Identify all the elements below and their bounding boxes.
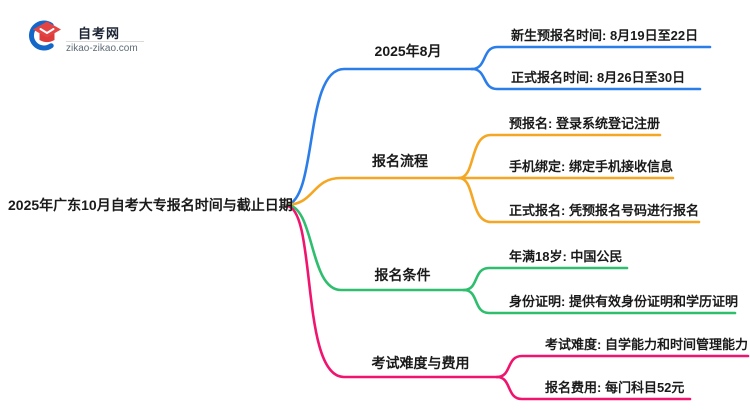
site-logo: 自考网 zikao-zikao.com bbox=[29, 14, 169, 58]
branch-2-child-1-line bbox=[457, 133, 662, 180]
leaf-node-pre-registration-step: 预报名: 登录系统登记注册 bbox=[509, 116, 660, 131]
leaf-node-phone-binding-step: 手机绑定: 绑定手机接收信息 bbox=[509, 159, 673, 174]
branch-3-child-2-line bbox=[462, 288, 737, 315]
branch-4-trunk-line bbox=[285, 204, 499, 379]
branch-node-registration-conditions: 报名条件 bbox=[374, 267, 431, 283]
branch-node-aug-2025: 2025年8月 bbox=[374, 43, 442, 59]
leaf-node-registration-fee: 报名费用: 每门科目52元 bbox=[545, 380, 685, 395]
branch-node-registration-process: 报名流程 bbox=[372, 153, 428, 169]
leaf-node-exam-difficulty: 考试难度: 自学能力和时间管理能力 bbox=[545, 337, 748, 352]
branch-4-child-2-line bbox=[495, 375, 692, 401]
branch-node-difficulty-and-fee: 考试难度与费用 bbox=[371, 355, 470, 371]
leaf-node-identity-proof: 身份证明: 提供有效身份证明和学历证明 bbox=[509, 294, 738, 309]
branch-1-child-2-line bbox=[470, 67, 702, 91]
site-domain: zikao-zikao.com bbox=[66, 43, 138, 54]
leaf-node-official-registration-step: 正式报名: 凭预报名号码进行报名 bbox=[509, 203, 699, 218]
branch-1-trunk-line bbox=[285, 67, 474, 207]
logo-divider bbox=[66, 41, 144, 42]
branch-2-trunk-line bbox=[285, 176, 461, 207]
site-name: 自考网 bbox=[78, 26, 121, 41]
branch-2-child-3-line bbox=[457, 176, 701, 224]
graduation-cap-icon bbox=[29, 20, 61, 51]
branch-3-trunk-line bbox=[285, 203, 466, 292]
leaf-node-official-registration-time: 正式报名时间: 8月26日至30日 bbox=[511, 70, 686, 85]
branch-4-child-1-line bbox=[495, 354, 750, 379]
leaf-node-age-requirement: 年满18岁: 中国公民 bbox=[509, 249, 623, 264]
leaf-node-new-student-pre-registration-time: 新生预报名时间: 8月19日至22日 bbox=[511, 28, 699, 43]
root-node: 2025年广东10月自考大专报名时间与截止日期 bbox=[8, 197, 293, 213]
branch-1-child-1-line bbox=[470, 45, 712, 71]
branch-3-child-1-line bbox=[462, 266, 629, 292]
